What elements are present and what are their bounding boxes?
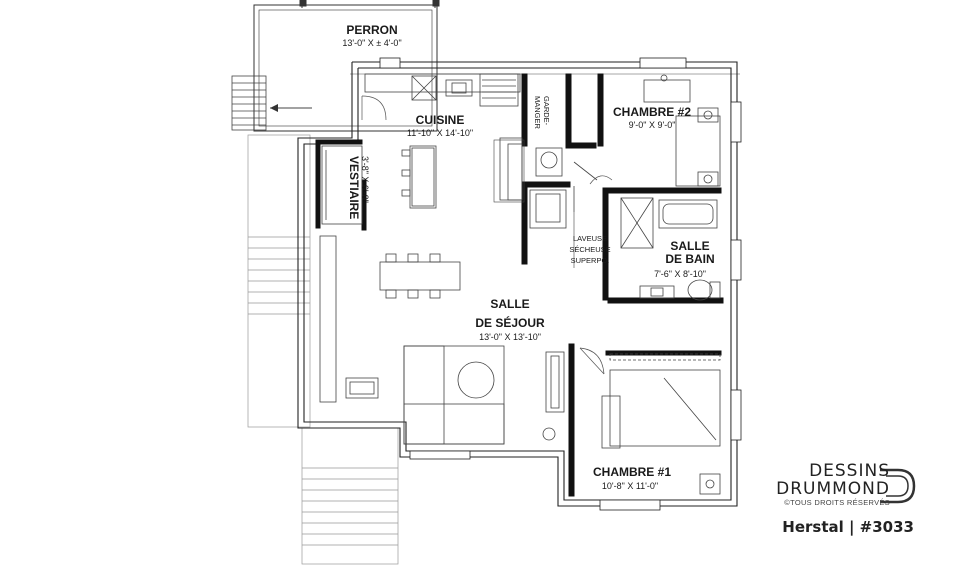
brand-line2: DRUMMOND	[776, 479, 890, 499]
chambre2-dim: 9'-0" X 9'-0"	[629, 120, 676, 130]
interior-walls	[315, 73, 724, 497]
salle-de-bain-dim: 7'-6" X 8'-10"	[654, 269, 706, 279]
cuisine-name: CUISINE	[416, 113, 465, 127]
bedroom2-fixtures	[643, 74, 721, 187]
vestiaire-closet	[321, 145, 363, 225]
salle-de-sejour-line1: SALLE	[490, 297, 529, 311]
doors	[361, 95, 613, 375]
living-fixtures	[319, 235, 565, 445]
salle-de-bain-line2: DE BAIN	[665, 252, 714, 266]
salle-de-bain-line1: SALLE	[670, 239, 709, 253]
salle-de-sejour-line2: DE SÉJOUR	[475, 315, 545, 330]
kitchen-fixtures	[364, 73, 525, 209]
perron-name: PERRON	[346, 23, 397, 37]
pantry-fixtures	[529, 147, 598, 268]
salle-de-sejour-dim: 13'-0" X 13'-10"	[479, 332, 541, 342]
chambre2-name: CHAMBRE #2	[613, 105, 691, 119]
room-labels: PERRON 13'-0" X ± 4'-0" CUISINE 11'-10" …	[342, 23, 714, 491]
drummond-logo-mark	[880, 468, 916, 504]
cuisine-dim: 11'-10" X 14'-10"	[407, 128, 473, 138]
vestiaire-dim: 3'-8" X 6'-0"	[360, 156, 370, 203]
vestiaire-name: VESTIAIRE	[347, 156, 361, 219]
garde-manger-line2: MANGER	[533, 96, 542, 130]
laveuse-line1: LAVEUSE	[573, 234, 607, 243]
stairs	[231, 75, 312, 131]
laveuse-line2: SÉCHEUSE	[569, 245, 610, 254]
chambre1-dim: 10'-8" X 11'-0"	[602, 481, 658, 491]
bedroom1-fixtures	[601, 353, 721, 495]
plan-caption: Herstal | #3033	[782, 518, 914, 536]
perron-dim: 13'-0" X ± 4'-0"	[342, 38, 401, 48]
bath-fixtures	[620, 197, 721, 301]
brand-rights: ©TOUS DROITS RÉSERVÉS	[784, 498, 890, 507]
brand-block: DESSINS DRUMMOND ©TOUS DROITS RÉSERVÉS	[776, 462, 890, 508]
garde-manger-line1: GARDE-	[542, 96, 551, 126]
porch-deck	[253, 0, 440, 132]
laveuse-line3: SUPERPO.	[571, 256, 610, 265]
brand-line1: DESSINS	[809, 461, 890, 481]
chambre1-name: CHAMBRE #1	[593, 465, 671, 479]
outer-terrace	[247, 134, 399, 565]
windows	[379, 57, 742, 511]
